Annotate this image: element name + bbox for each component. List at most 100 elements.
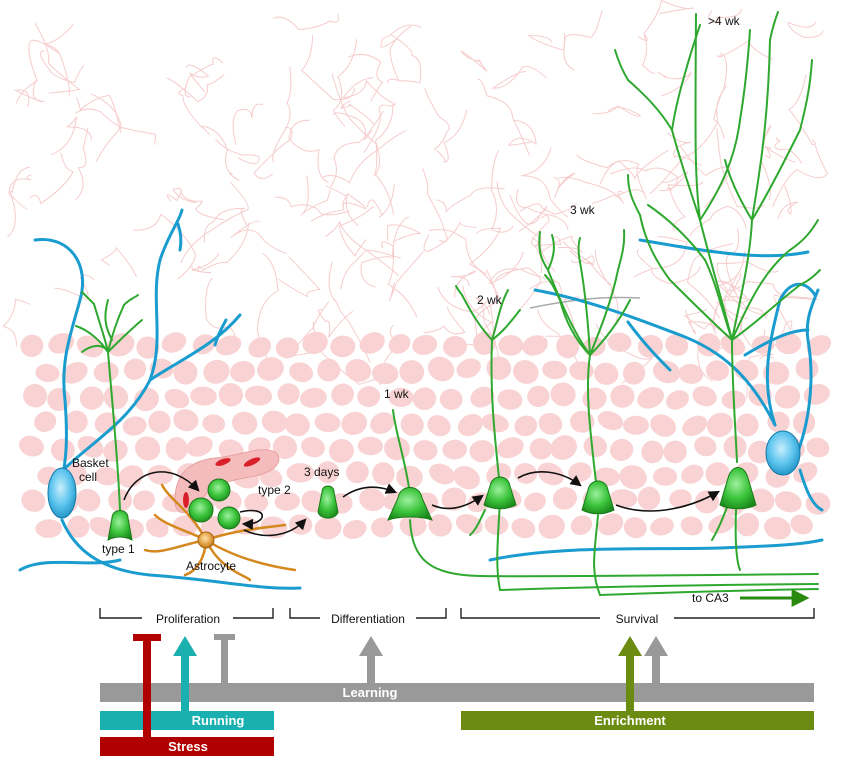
granule-cell: [89, 517, 115, 537]
fiber-strand: [215, 139, 260, 165]
granule-cell: [619, 465, 647, 490]
granule-cell: [511, 518, 536, 539]
fiber-strand: [2, 298, 31, 347]
to-ca3-label: to CA3: [692, 591, 729, 605]
fiber-strand: [717, 280, 749, 301]
granule-cell: [218, 383, 244, 407]
granule-cell: [289, 362, 313, 383]
granule-cell: [678, 363, 704, 384]
granule-cell: [680, 516, 703, 536]
granule-cell: [370, 412, 395, 434]
granule-cell: [23, 383, 48, 408]
type1-neuron: [75, 291, 143, 541]
granule-cell: [400, 413, 424, 436]
fiber-strand: [7, 166, 31, 238]
fiber-strand: [232, 103, 264, 146]
granule-cell: [442, 439, 467, 460]
granule-cell: [172, 515, 198, 537]
granule-cell: [346, 461, 369, 484]
granule-cell: [529, 438, 553, 460]
granule-cell: [272, 435, 298, 459]
fiber-strand: [374, 105, 395, 215]
fiber-strand: [423, 221, 477, 252]
wk2-label: 2 wk: [477, 293, 503, 307]
granule-cell: [735, 413, 759, 437]
granule-cell: [132, 490, 155, 511]
granule-cell: [203, 359, 230, 384]
granule-cell: [284, 413, 310, 437]
granule-cell: [103, 385, 129, 410]
fiber-strand: [390, 34, 422, 84]
granule-cell: [65, 410, 88, 434]
fiber-strand: [50, 115, 92, 156]
fiber-strand: [381, 241, 418, 318]
granule-cell: [357, 386, 381, 408]
fiber-strand: [284, 127, 329, 183]
granule-cell: [314, 516, 342, 540]
granule-cell: [48, 332, 75, 354]
fiber-strand: [468, 227, 502, 305]
granule-cell: [388, 387, 414, 408]
granule-cell: [568, 462, 592, 482]
fiber-strand: [184, 57, 224, 98]
granule-cell: [453, 466, 480, 490]
granule-cell: [186, 436, 213, 457]
fiber-strand: [180, 189, 225, 221]
granule-cell: [793, 462, 818, 483]
granule-cell: [341, 411, 368, 435]
fiber-strand: [166, 74, 225, 103]
granule-cell: [538, 412, 563, 435]
stress-label: Stress: [168, 739, 208, 754]
fiber-strand: [422, 168, 448, 243]
fiber-strand: [558, 176, 646, 197]
granule-cell: [412, 387, 437, 411]
fiber-strand: [660, 171, 689, 191]
fiber-strand: [39, 50, 85, 84]
granule-cell: [803, 383, 830, 405]
fiber-strand: [591, 190, 625, 204]
granule-cell: [314, 413, 341, 433]
fiber-strand: [519, 202, 577, 215]
fiber-strand: [716, 128, 765, 209]
fiber-strand: [166, 187, 197, 204]
granule-cell: [94, 467, 119, 486]
stage-brackets: [99, 608, 815, 619]
fiber-strand: [594, 250, 619, 325]
fiber-strand: [310, 185, 348, 222]
fiber-strand: [333, 39, 358, 127]
granule-cell: [806, 437, 830, 458]
granule-cell: [723, 435, 747, 459]
granule-cell: [93, 361, 119, 383]
type2-cell-cluster: [188, 478, 241, 530]
granule-cell: [372, 363, 399, 385]
granule-cell: [569, 361, 594, 381]
fiber-strand: [272, 66, 292, 163]
granule-cell: [550, 382, 576, 407]
granule-cell: [286, 463, 315, 483]
granule-cell: [795, 357, 819, 380]
fiber-strand: [760, 124, 772, 201]
granule-cell: [666, 390, 689, 410]
learning-label: Learning: [343, 685, 398, 700]
fiber-strand: [386, 224, 422, 243]
fiber-strand: [531, 236, 562, 247]
fiber-strand: [332, 112, 373, 140]
fiber-strand: [599, 149, 669, 185]
fiber-strand: [689, 205, 748, 237]
neuron-3-wk: [538, 229, 819, 597]
granule-cell: [443, 335, 467, 358]
granule-cell: [469, 440, 495, 463]
fiber-strand: [201, 125, 240, 182]
granule-cell: [594, 362, 619, 385]
granule-cell: [123, 358, 147, 380]
granule-cell: [118, 465, 144, 488]
granule-cell: [514, 415, 538, 437]
fiber-strand: [643, 0, 695, 35]
enrichment-label: Enrichment: [594, 713, 666, 728]
granule-cell: [371, 517, 394, 538]
fiber-strand: [713, 54, 727, 139]
fiber-strand: [277, 256, 321, 297]
fiber-strand: [423, 306, 466, 335]
effect-arrows: [133, 634, 668, 748]
granule-cell: [694, 436, 717, 457]
